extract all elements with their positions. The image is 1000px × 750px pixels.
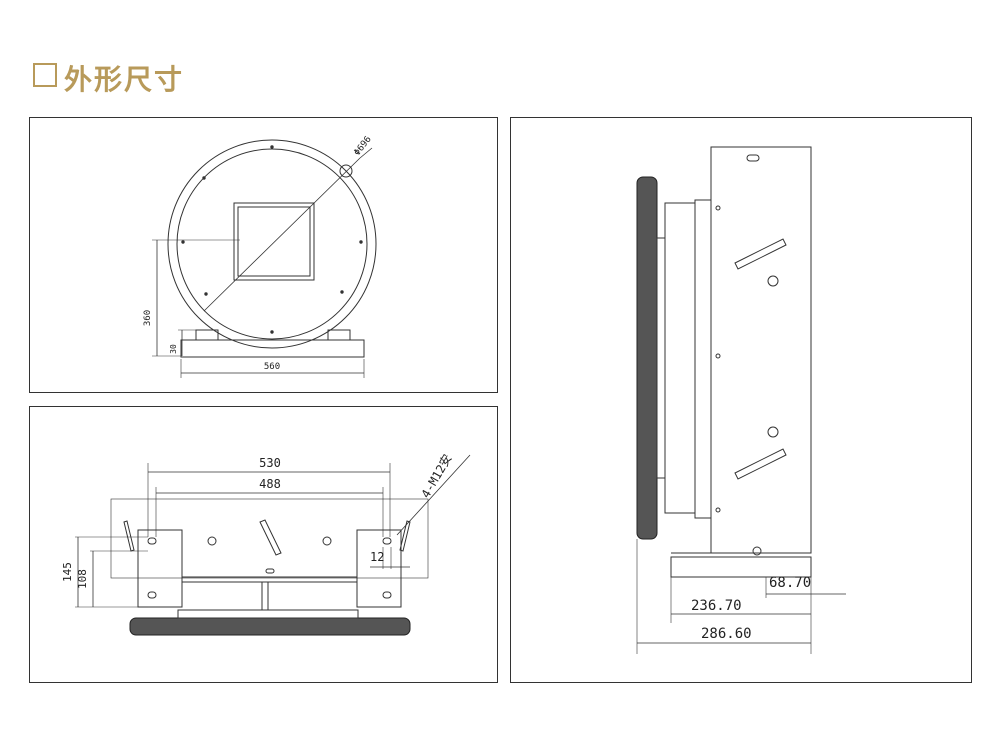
bottom-outer-width-label: 530 <box>259 456 281 470</box>
front-base-label: 30 <box>169 344 178 354</box>
title-square-icon <box>33 63 57 87</box>
gear-strip <box>129 617 411 636</box>
front-view-drawing: 560 360 30 Φ696 <box>143 135 377 378</box>
side-dim-small-label: 68.70 <box>769 575 811 591</box>
bottom-inner-width-label: 488 <box>259 477 281 491</box>
front-view-panel: 560 360 30 Φ696 <box>29 117 498 393</box>
bottom-outer-height-label: 145 <box>61 562 74 582</box>
left-bracket <box>137 529 183 608</box>
front-outer-ring <box>167 139 377 349</box>
front-width-label: 560 <box>264 362 280 372</box>
side-view-panel: 236.70 286.60 68.70 <box>510 117 972 683</box>
side-dim-mid-label: 236.70 <box>691 598 742 614</box>
side-gear <box>636 176 658 540</box>
page-title: 外形尺寸 <box>64 63 185 96</box>
right-bracket <box>356 529 402 608</box>
side-dim-total-label: 286.60 <box>701 626 752 642</box>
front-window <box>233 202 315 281</box>
side-view-drawing: 236.70 286.60 68.70 <box>636 146 846 654</box>
bottom-slot-label: 12 <box>370 550 384 564</box>
front-diameter-label: Φ696 <box>352 135 373 158</box>
front-height-label: 360 <box>143 310 153 326</box>
front-base <box>180 339 365 358</box>
bottom-view-drawing: 530 488 12 145 108 4-M12安 <box>61 451 471 636</box>
bottom-view-panel: 530 488 12 145 108 4-M12安 <box>29 406 498 683</box>
bottom-inner-height-label: 108 <box>76 569 89 589</box>
side-body <box>710 146 812 554</box>
bottom-hole-label: 4-M12安 <box>418 451 455 500</box>
